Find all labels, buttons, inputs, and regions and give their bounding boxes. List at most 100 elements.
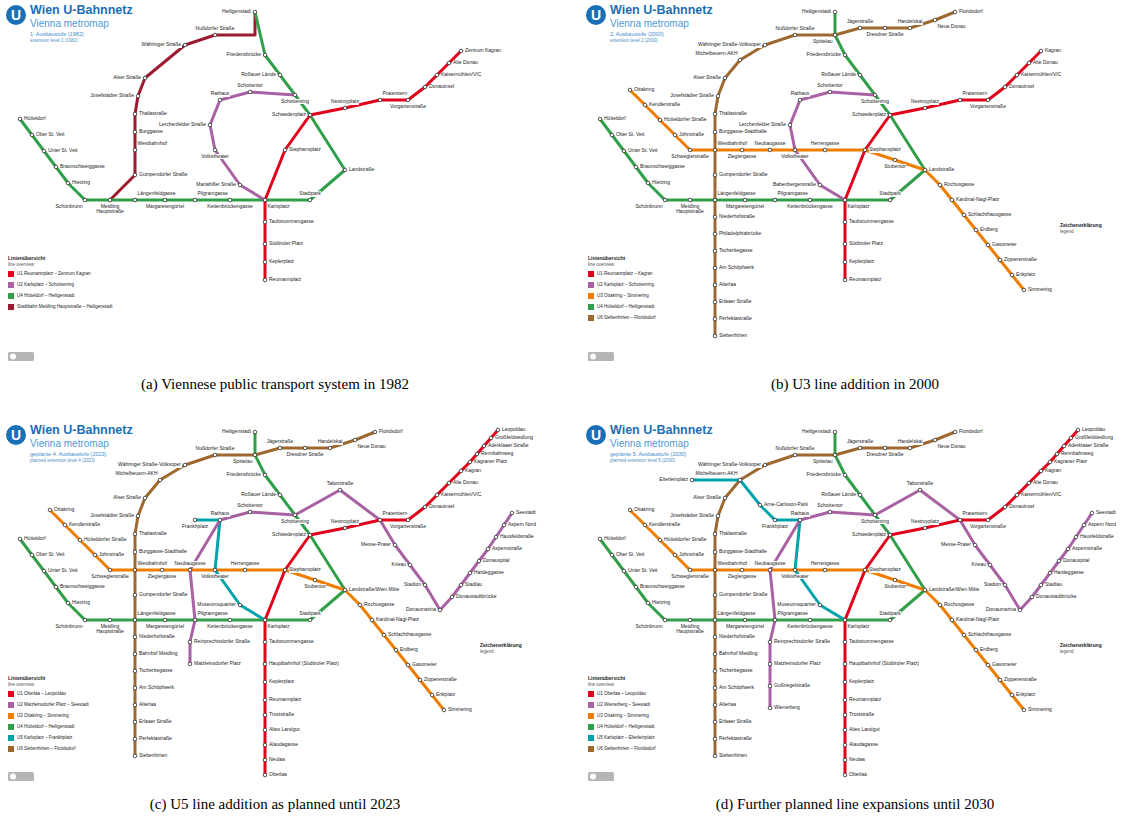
station-dot — [998, 678, 1002, 682]
station-dot — [78, 538, 82, 542]
station-dot — [828, 510, 832, 514]
station-dot — [188, 640, 192, 644]
station-label: Kettenbrückengasse — [207, 624, 254, 630]
station-label: Schottenring — [280, 519, 309, 525]
station-label: Heiligenstadt — [802, 429, 832, 435]
metro-line — [692, 480, 845, 620]
station-label: Westbahnhof — [137, 561, 167, 567]
station-dot — [713, 550, 717, 554]
station-dot — [378, 98, 382, 102]
station-dot — [793, 33, 797, 37]
station-dot — [1062, 444, 1066, 448]
station-label: Hütteldorf — [24, 116, 47, 122]
station-dot — [1057, 559, 1061, 563]
station-label: Dresdner Straße — [866, 32, 904, 38]
station-dot — [278, 493, 282, 497]
station-dot — [843, 680, 847, 684]
station-label: Alser Straße — [113, 495, 142, 501]
license-icon-mark — [10, 774, 16, 780]
station-label: Nestroyplatz — [911, 519, 940, 525]
station-dot — [986, 518, 990, 522]
station-dot — [63, 523, 67, 527]
station-dot — [598, 117, 602, 121]
station-dot — [933, 18, 937, 22]
station-label: Donauinsel — [1009, 504, 1035, 510]
station-dot — [843, 278, 847, 282]
station-label: Josefstädter Straße — [90, 93, 135, 99]
station-dot — [393, 543, 397, 547]
station-label: Braunschweiggasse — [640, 164, 686, 170]
station-label: Burggasse-Stadthalle — [719, 129, 768, 135]
station-label: Kendlerstraße — [69, 522, 101, 528]
station-dot — [962, 213, 966, 217]
station-label: Alterlaa — [719, 282, 737, 288]
station-label: Jägerstraße — [846, 439, 874, 445]
station-dot — [243, 568, 247, 572]
station-label: Praterstern — [962, 91, 988, 97]
station-dot — [423, 505, 427, 509]
station-dot — [883, 446, 887, 450]
station-dot — [54, 585, 58, 589]
station-dot — [253, 453, 257, 457]
station-label: Donauspital — [1063, 558, 1090, 564]
station-label: Troststraße — [849, 712, 875, 718]
station-label: Schlachthausgasse — [968, 632, 1012, 638]
station-label: Kagran — [1045, 468, 1062, 474]
station-label: Rennbahnweg — [1061, 451, 1094, 457]
station-label: Johnstraße — [99, 552, 125, 558]
station-dot — [622, 149, 626, 153]
station-label: Hauptbahnhof (Südtiroler Platz) — [849, 661, 920, 667]
station-dot — [477, 559, 481, 563]
station-label: Schlachthausgasse — [388, 632, 432, 638]
station-label: Roßauer Lände — [821, 492, 857, 498]
station-dot — [442, 708, 446, 712]
station-dot — [133, 130, 137, 134]
station-dot — [263, 242, 267, 246]
metro-line — [845, 430, 1078, 775]
station-label: Unter St. Veit — [628, 148, 658, 154]
station-dot — [713, 130, 717, 134]
station-dot — [303, 446, 307, 450]
station-dot — [713, 173, 717, 177]
station-dot — [713, 652, 717, 656]
station-dot — [263, 278, 267, 282]
station-label: Siebenhirten — [719, 333, 748, 339]
station-label: Michelbeuern-AKH — [695, 471, 738, 477]
license-icon-mark — [590, 774, 596, 780]
key-subheading: legend — [480, 649, 494, 654]
station-dot — [643, 103, 647, 107]
station-dot — [823, 568, 827, 572]
metro-line — [265, 51, 461, 280]
station-label: Rathaus — [210, 91, 230, 97]
station-dot — [160, 568, 164, 572]
station-dot — [406, 663, 410, 667]
station-label: Donauinsel — [1009, 84, 1035, 90]
line-swatch — [588, 271, 594, 277]
station-dot — [743, 198, 747, 202]
station-label: Kaisermühlen/VIC — [1021, 72, 1062, 78]
station-label: Karlsplatz — [267, 204, 290, 210]
logo-circle: U — [6, 425, 26, 445]
station-dot — [1074, 535, 1078, 539]
station-dot — [622, 569, 626, 573]
station-label: Tscherttegasse — [719, 668, 754, 674]
station-label: Meidling Hauptstraße — [94, 624, 127, 636]
station-label: Spittelau — [233, 459, 253, 465]
station-label: Dresdner Straße — [866, 452, 904, 458]
station-dot — [213, 148, 217, 152]
station-dot — [133, 568, 137, 572]
station-label: Rathaus — [790, 511, 810, 517]
station-label: Simmering — [1028, 287, 1053, 293]
station-label: Handelskai — [897, 439, 923, 445]
station-label: Neulaa — [269, 757, 286, 763]
station-label: Perfektastraße — [719, 736, 753, 742]
station-dot — [1022, 708, 1026, 712]
station-dot — [136, 94, 140, 98]
station-dot — [447, 481, 451, 485]
station-label: Hardeggasse — [1054, 570, 1085, 576]
station-dot — [663, 198, 667, 202]
station-label: Pilgramgasse — [777, 191, 808, 197]
station-dot — [933, 438, 937, 442]
station-dot — [950, 198, 954, 202]
station-label: Handelskai — [897, 19, 923, 25]
